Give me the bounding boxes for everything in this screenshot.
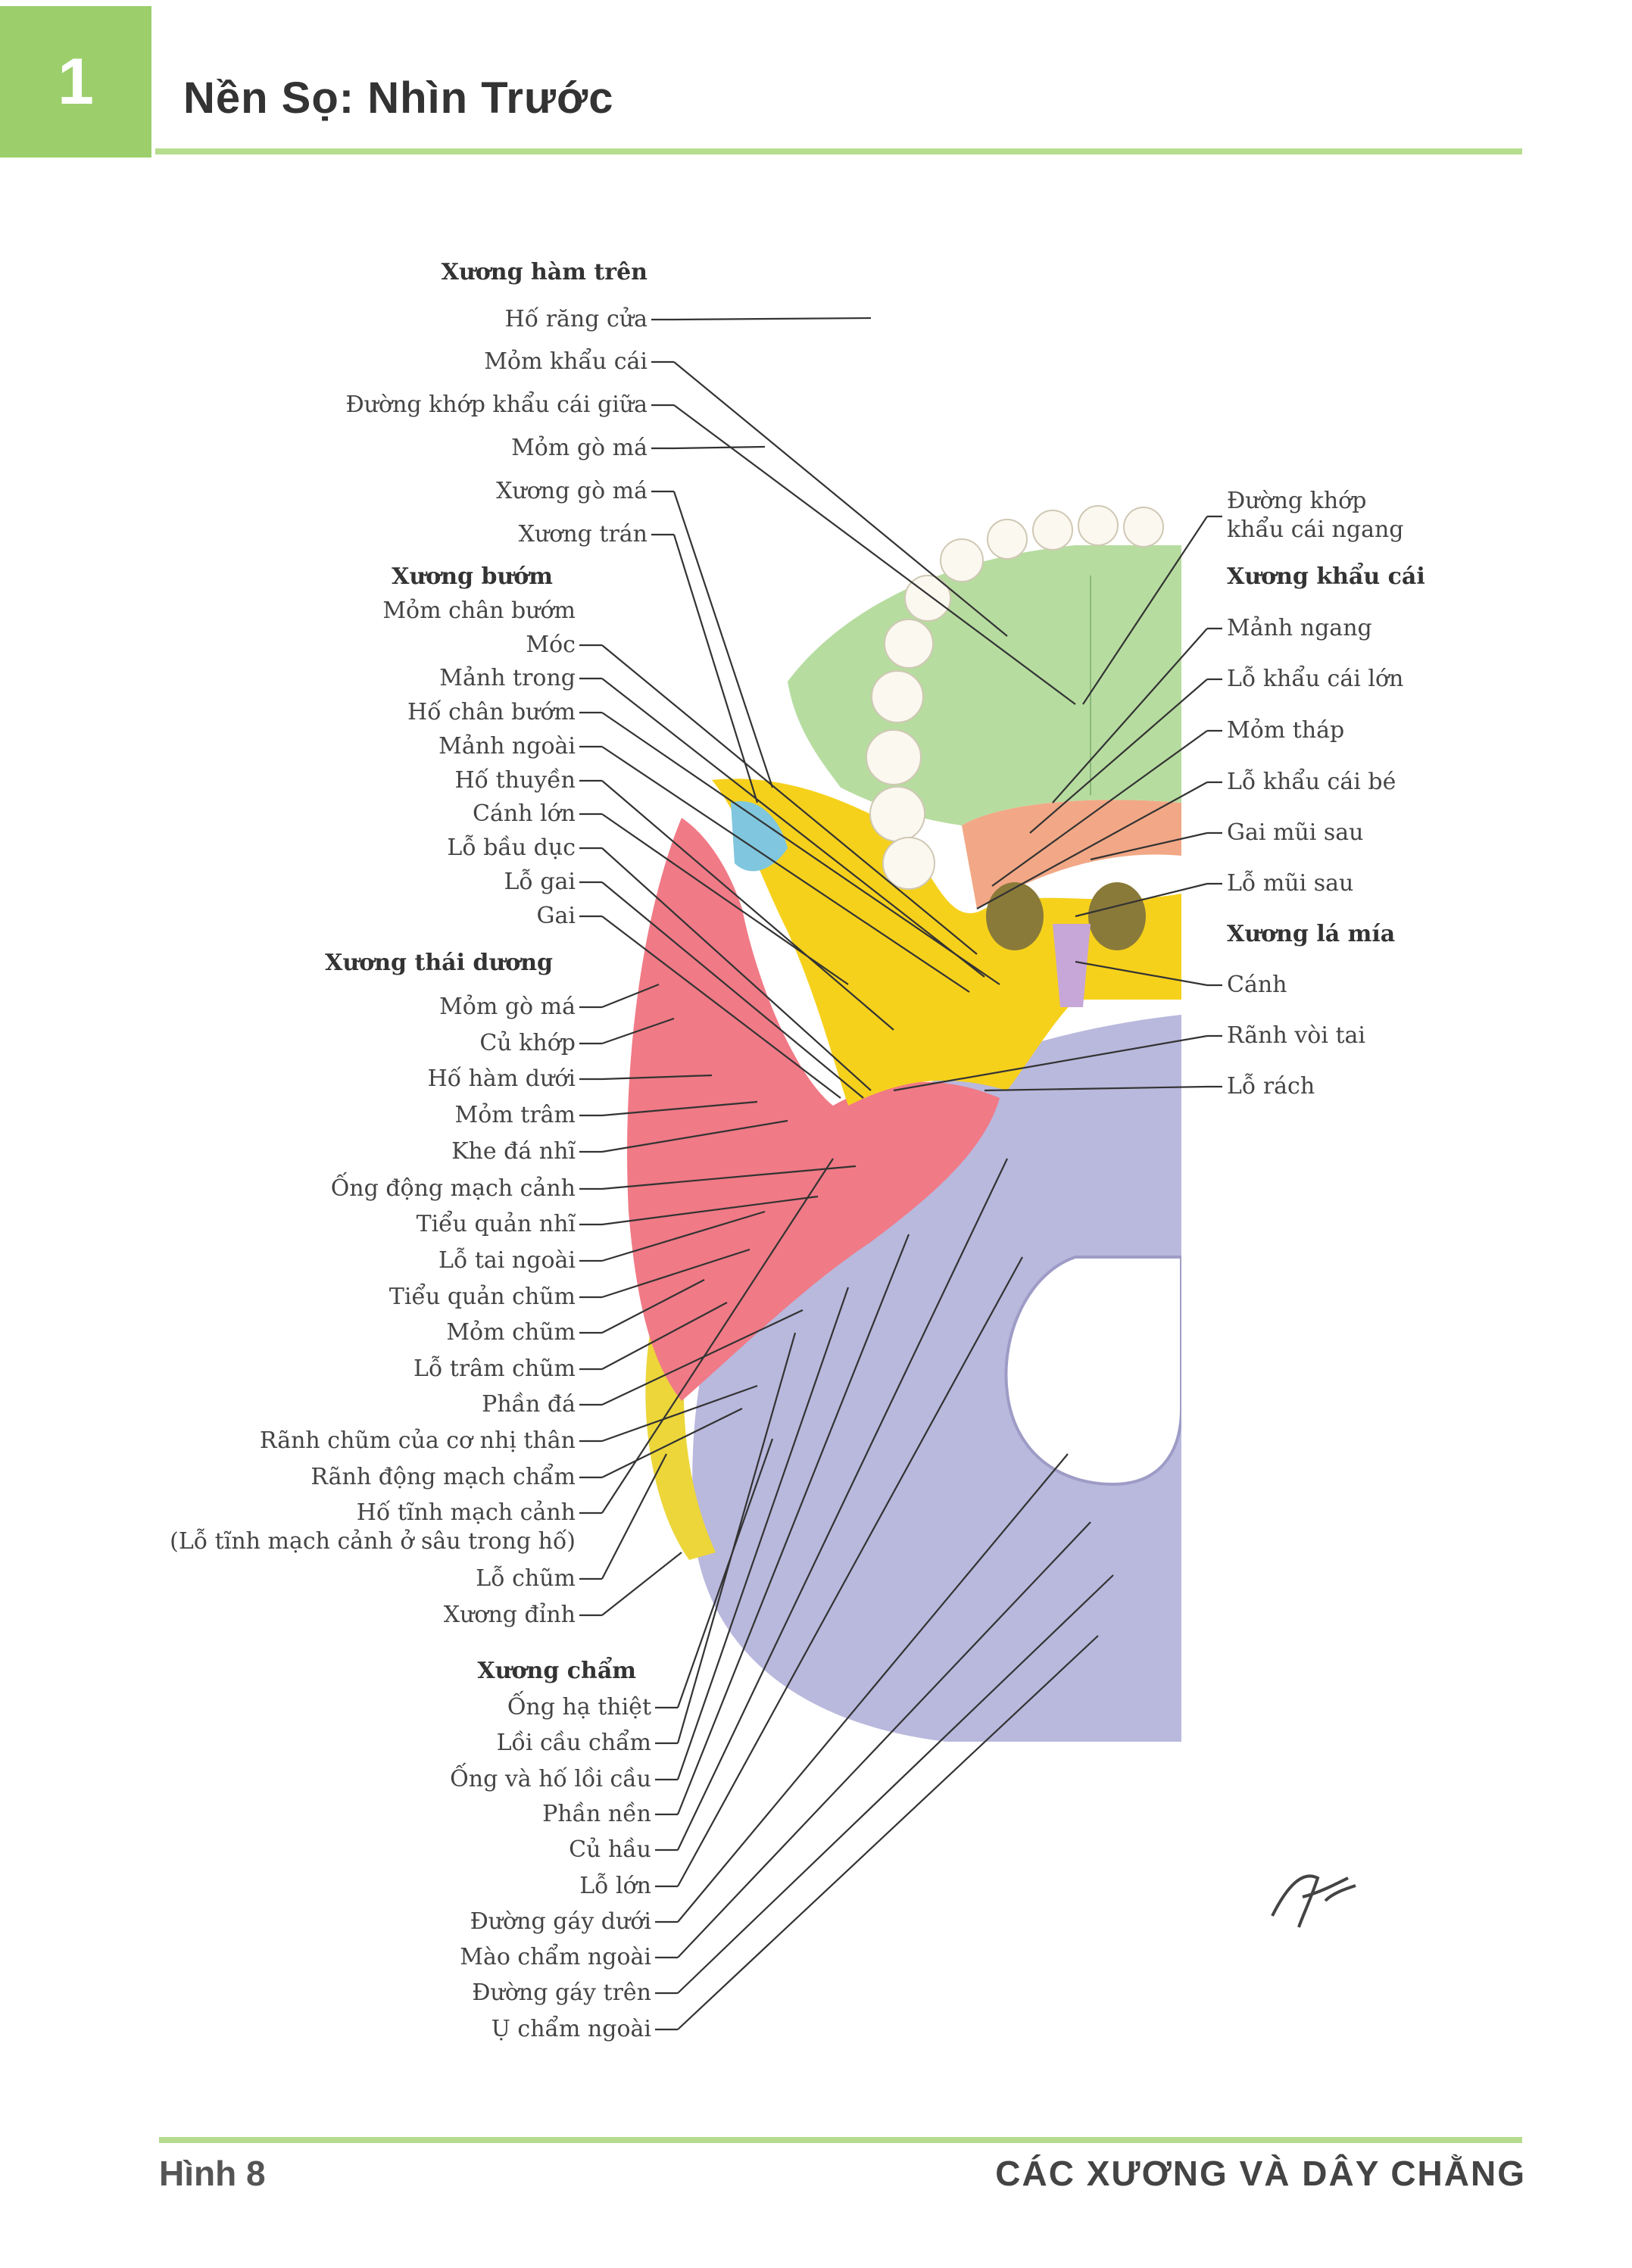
- section-title: CÁC XƯƠNG VÀ DÂY CHẰNG: [995, 2153, 1526, 2194]
- group-heading-left: Xương chẩm: [477, 1657, 636, 1686]
- label-left: Lỗ lớn: [579, 1872, 651, 1901]
- label-left: Lỗ trâm chũm: [413, 1355, 576, 1384]
- label-right: Lỗ khẩu cái lớn: [1227, 665, 1403, 694]
- label-left: Hố thuyền: [455, 766, 576, 795]
- label-left: Phần nền: [542, 1800, 651, 1829]
- label-left: Mảnh ngoài: [438, 732, 576, 761]
- label-left: Đường gáy trên: [472, 1979, 651, 2008]
- label-right: Lỗ mũi sau: [1227, 869, 1353, 898]
- label-left: Móc: [526, 631, 576, 660]
- label-left: Lồi cầu chẩm: [497, 1729, 651, 1758]
- label-left: Củ khớp: [479, 1029, 576, 1058]
- label-left: Ụ chẩm ngoài: [491, 2015, 651, 2044]
- signature-mark: [1257, 1855, 1371, 1939]
- label-right: Lỗ khẩu cái bé: [1227, 768, 1396, 797]
- label-left: Hố hàm dưới: [428, 1065, 576, 1093]
- label-left: Hố răng cửa: [505, 305, 647, 334]
- label-left: Xương trán: [519, 520, 647, 549]
- label-right: Mỏm tháp: [1227, 716, 1344, 745]
- maxilla-region: [788, 545, 1181, 825]
- label-left: Gai: [537, 902, 576, 931]
- label-left: Khe đá nhĩ: [451, 1137, 576, 1166]
- label-left: Xương gò má: [496, 477, 647, 506]
- label-left: Đường gáy dưới: [470, 1908, 651, 1936]
- label-left: Mỏm gò má: [439, 993, 576, 1022]
- label-left: Cánh lớn: [473, 800, 576, 828]
- label-left: Mỏm chân bướm: [382, 597, 576, 625]
- label-left: Rãnh động mạch chẩm: [310, 1463, 576, 1492]
- label-left: Mỏm khẩu cái: [484, 348, 647, 376]
- label-left: Tiểu quản chũm: [389, 1283, 576, 1312]
- label-left: (Lỗ tĩnh mạch cảnh ở sâu trong hố): [170, 1527, 576, 1556]
- label-left: Phần đá: [482, 1390, 576, 1419]
- label-right: Cánh: [1227, 971, 1287, 1000]
- label-left: Mảnh trong: [439, 664, 576, 693]
- label-right: Rãnh vòi tai: [1227, 1022, 1365, 1050]
- label-left: Đường khớp khẩu cái giữa: [345, 391, 647, 420]
- group-heading-right: Xương lá mía: [1227, 920, 1395, 949]
- label-left: Ống động mạch cảnh: [331, 1175, 576, 1203]
- label-right: Đường khớp: [1227, 487, 1366, 516]
- group-heading-left: Xương hàm trên: [442, 258, 647, 287]
- label-left: Rãnh chũm của cơ nhị thân: [260, 1427, 576, 1455]
- footer-rule: [159, 2137, 1522, 2143]
- group-heading-left: Xương thái dương: [325, 949, 553, 978]
- label-left: Xương đỉnh: [444, 1601, 576, 1630]
- label-left: Lỗ gai: [504, 868, 576, 897]
- label-left: Hố tĩnh mạch cảnh: [357, 1499, 576, 1527]
- group-heading-right: Xương khẩu cái: [1227, 563, 1425, 591]
- label-left: Củ hầu: [569, 1836, 651, 1864]
- label-left: Mào chẩm ngoài: [460, 1943, 651, 1972]
- label-left: Mỏm gò má: [511, 434, 647, 463]
- label-left: Ống hạ thiệt: [507, 1693, 651, 1722]
- label-right: Mảnh ngang: [1227, 614, 1372, 643]
- foramen-magnum: [1006, 1257, 1181, 1484]
- label-left: Mỏm chũm: [446, 1318, 576, 1347]
- label-right: khẩu cái ngang: [1227, 516, 1404, 544]
- figure-label: Hình 8: [159, 2153, 266, 2194]
- group-heading-left: Xương bướm: [392, 563, 553, 591]
- label-right: Lỗ rách: [1227, 1072, 1315, 1101]
- label-right: Gai mũi sau: [1227, 819, 1363, 847]
- label-left: Hố chân bướm: [407, 698, 576, 727]
- label-left: Tiểu quản nhĩ: [417, 1210, 576, 1239]
- label-left: Ống và hố lồi cầu: [450, 1765, 651, 1794]
- label-left: Lỗ bầu dục: [447, 834, 576, 863]
- label-left: Mỏm trâm: [455, 1101, 576, 1130]
- label-left: Lỗ tai ngoài: [438, 1246, 576, 1275]
- label-left: Lỗ chũm: [476, 1565, 576, 1593]
